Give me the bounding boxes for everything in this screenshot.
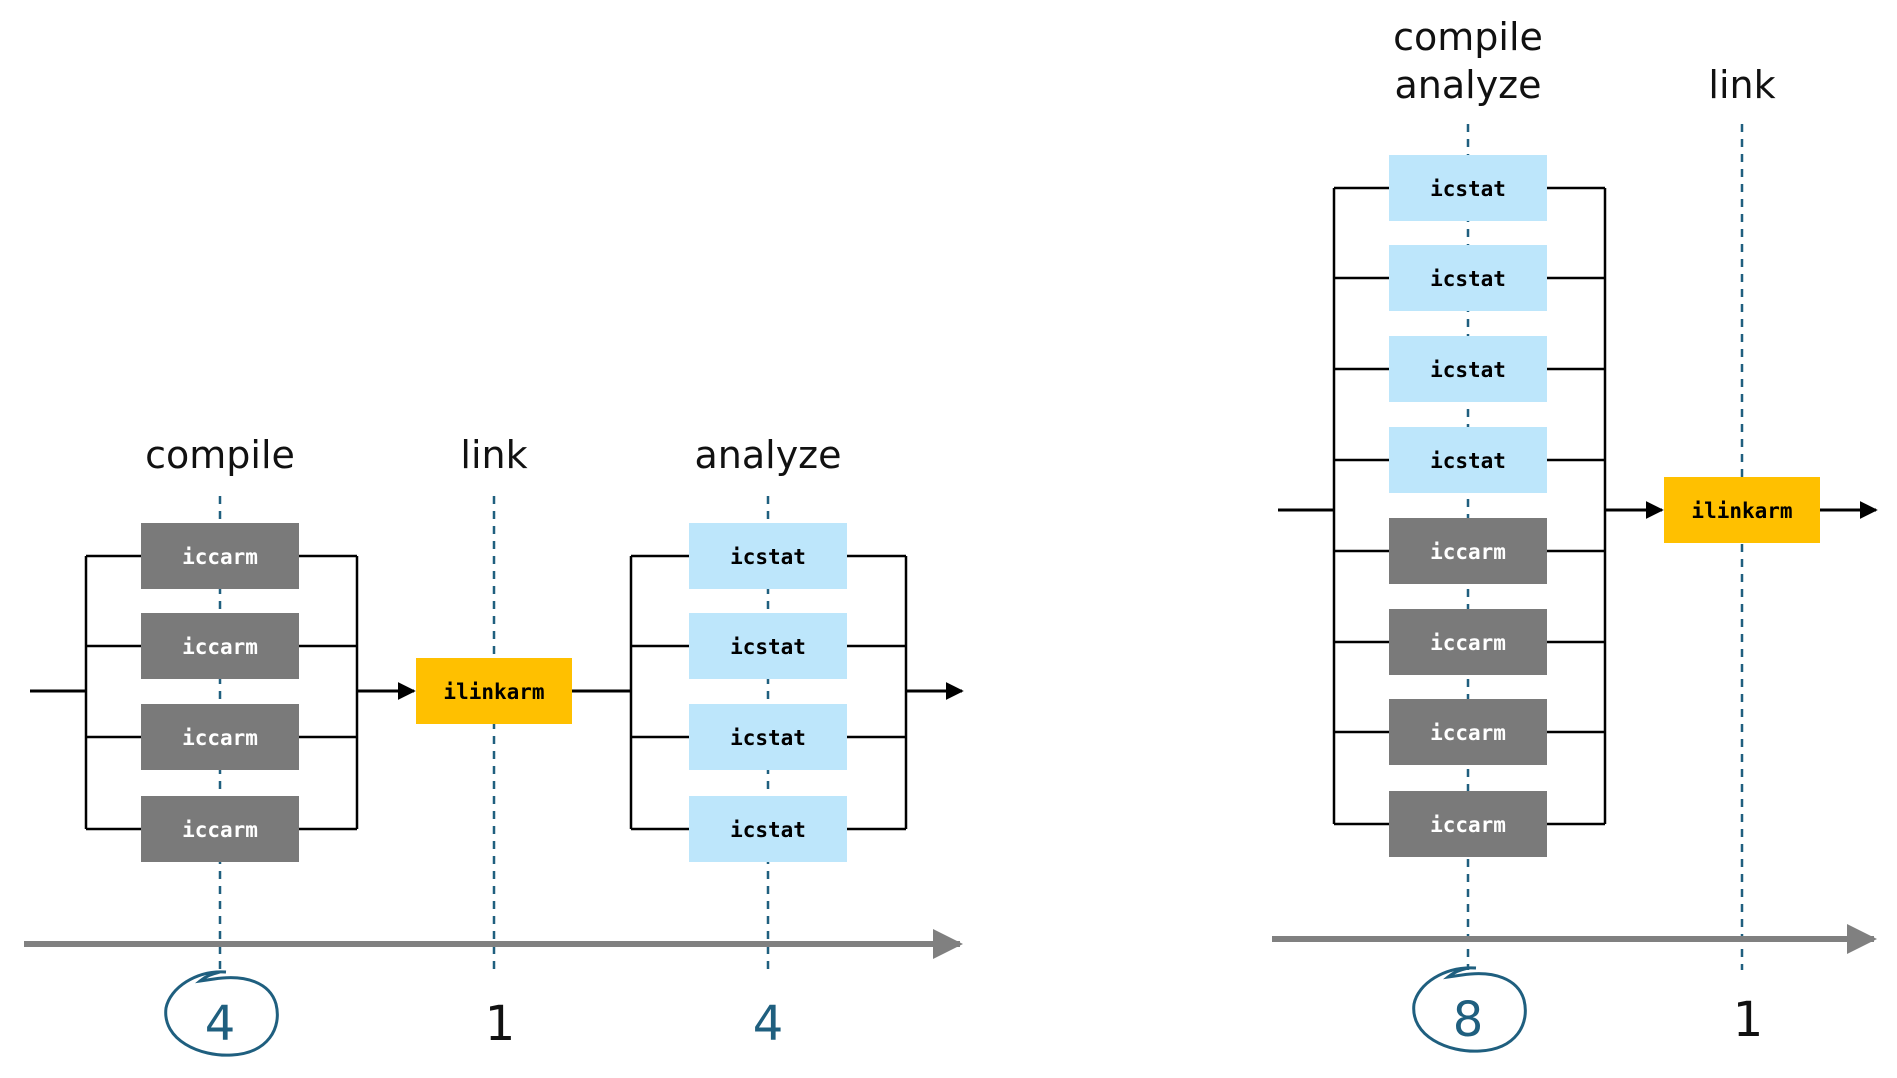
right-compile-box: iccarm (1389, 609, 1547, 675)
right-compile-box: iccarm (1389, 791, 1547, 857)
svg-text:icstat: icstat (1430, 267, 1506, 291)
left-compile-box: iccarm (141, 613, 299, 679)
svg-text:ilinkarm: ilinkarm (1691, 499, 1792, 523)
svg-text:icstat: icstat (1430, 449, 1506, 473)
svg-text:icstat: icstat (1430, 358, 1506, 382)
right-compile-box: iccarm (1389, 518, 1547, 584)
left-analyze-box: icstat (689, 796, 847, 862)
left-compile-box: iccarm (141, 704, 299, 770)
right-link-label: link (1708, 63, 1775, 107)
right-analyze-box: icstat (1389, 155, 1547, 221)
right-parallel-circle-icon (1412, 966, 1527, 1053)
left-analyze-label: analyze (694, 433, 841, 477)
left-compile-count: 4 (205, 996, 236, 1052)
right-parallel-diagram: compile analyze link icstat (1272, 15, 1878, 1053)
svg-text:iccarm: iccarm (182, 726, 258, 750)
right-analyze-box: icstat (1389, 427, 1547, 493)
left-analyze-box: icstat (689, 523, 847, 589)
svg-text:iccarm: iccarm (1430, 813, 1506, 837)
svg-text:ilinkarm: ilinkarm (443, 680, 544, 704)
svg-text:icstat: icstat (1430, 177, 1506, 201)
right-analyze-box: icstat (1389, 336, 1547, 402)
left-compile-box: iccarm (141, 523, 299, 589)
svg-text:iccarm: iccarm (1430, 721, 1506, 745)
svg-text:icstat: icstat (730, 818, 806, 842)
svg-text:icstat: icstat (730, 545, 806, 569)
left-analyze-count: 4 (753, 996, 784, 1052)
right-parallel-count: 8 (1453, 992, 1484, 1048)
right-link-count: 1 (1733, 992, 1764, 1048)
svg-text:iccarm: iccarm (182, 545, 258, 569)
svg-text:icstat: icstat (730, 726, 806, 750)
left-compile-label: compile (145, 433, 295, 477)
svg-text:iccarm: iccarm (182, 635, 258, 659)
left-compile-circle-icon (164, 970, 279, 1057)
svg-text:iccarm: iccarm (1430, 540, 1506, 564)
right-compile-label: compile (1393, 15, 1543, 59)
left-link-label: link (460, 433, 527, 477)
right-compile-box: iccarm (1389, 699, 1547, 765)
left-sequential-diagram: compile link analyze (24, 433, 964, 1057)
right-analyze-box: icstat (1389, 245, 1547, 311)
left-compile-box: iccarm (141, 796, 299, 862)
left-compile-branch-wires (86, 554, 357, 831)
left-analyze-box: icstat (689, 613, 847, 679)
left-analyze-box: icstat (689, 704, 847, 770)
left-link-count: 1 (485, 996, 516, 1052)
svg-text:iccarm: iccarm (182, 818, 258, 842)
right-link-box: ilinkarm (1664, 477, 1820, 543)
right-analyze-label: analyze (1394, 63, 1541, 107)
left-link-box: ilinkarm (416, 658, 572, 724)
svg-text:icstat: icstat (730, 635, 806, 659)
svg-text:iccarm: iccarm (1430, 631, 1506, 655)
